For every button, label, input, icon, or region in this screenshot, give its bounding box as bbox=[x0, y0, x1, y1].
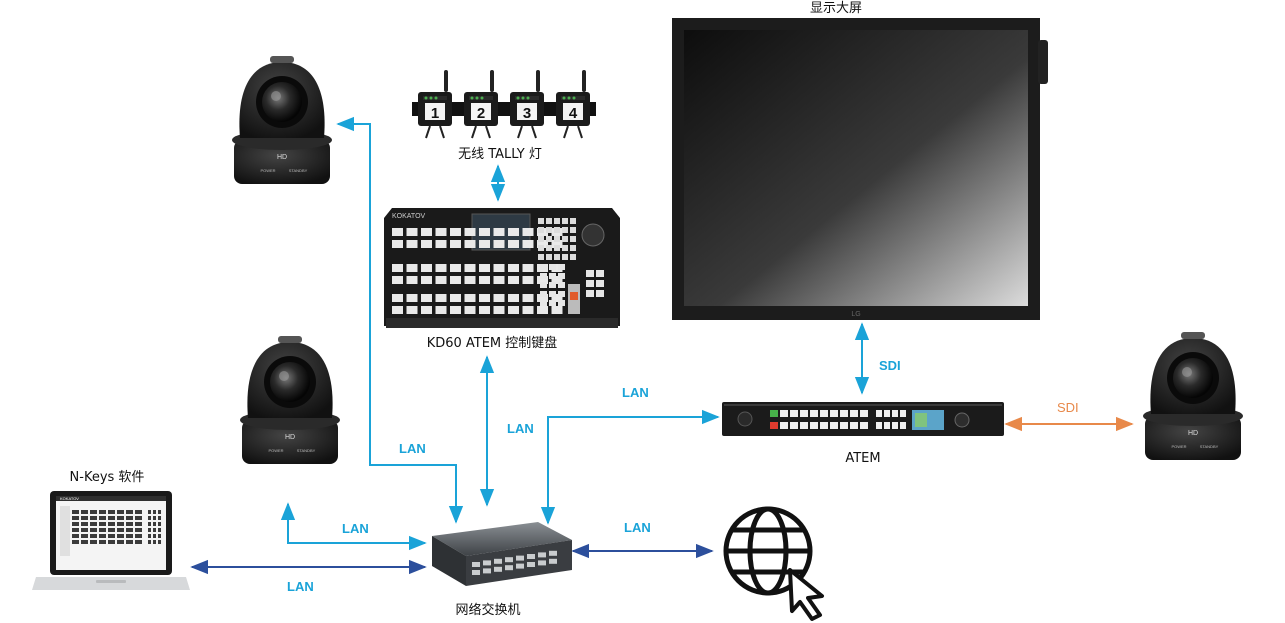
laptop-nkeys: KOKATOV bbox=[32, 491, 190, 590]
label-lan-internet: LAN bbox=[624, 520, 651, 535]
svg-text:POWER: POWER bbox=[268, 448, 283, 453]
atem-button-panel bbox=[770, 410, 906, 429]
label-lan-atem: LAN bbox=[622, 385, 649, 400]
label-sdi-display: SDI bbox=[879, 358, 901, 373]
control-keyboard: KOKATOV bbox=[384, 208, 620, 328]
svg-text:STANDBY: STANDBY bbox=[297, 448, 316, 453]
label-lan-camera-top: LAN bbox=[399, 441, 426, 456]
tally-light-2: 2 bbox=[457, 69, 505, 139]
svg-text:HD: HD bbox=[1188, 430, 1198, 437]
camera-top: HD POWER STANDBY bbox=[232, 56, 332, 184]
svg-text:HD: HD bbox=[285, 434, 295, 441]
atem-label: ATEM bbox=[845, 451, 880, 466]
display-screen: LG bbox=[672, 18, 1048, 320]
switch-ports bbox=[472, 550, 557, 575]
tally-lights: 1 2 3 4 bbox=[411, 69, 597, 139]
link-camera-mid-switch bbox=[280, 502, 427, 551]
svg-text:POWER: POWER bbox=[260, 168, 275, 173]
svg-text:3: 3 bbox=[523, 105, 531, 122]
switch-label: 网络交换机 bbox=[455, 602, 520, 618]
tally-label: 无线 TALLY 灯 bbox=[458, 147, 542, 162]
label-lan-camera-mid: LAN bbox=[342, 521, 369, 536]
svg-text:2: 2 bbox=[477, 105, 485, 122]
keyboard-label: KD60 ATEM 控制键盘 bbox=[427, 335, 558, 351]
network-switch bbox=[432, 522, 572, 586]
label-sdi-camera: SDI bbox=[1057, 400, 1079, 415]
svg-text:HD: HD bbox=[277, 154, 287, 161]
svg-text:STANDBY: STANDBY bbox=[1200, 444, 1219, 449]
link-atem-switch bbox=[540, 409, 720, 525]
atem-switcher bbox=[722, 402, 1004, 436]
svg-text:STANDBY: STANDBY bbox=[289, 168, 308, 173]
nkeys-app-brand: KOKATOV bbox=[60, 496, 79, 501]
svg-text:4: 4 bbox=[569, 105, 578, 122]
label-lan-keyboard: LAN bbox=[507, 421, 534, 436]
tally-light-3: 3 bbox=[503, 69, 551, 139]
keyboard-button-grid bbox=[392, 218, 604, 314]
tally-light-4: 4 bbox=[549, 69, 597, 139]
svg-text:1: 1 bbox=[431, 105, 439, 122]
camera-right: HD POWER STANDBY bbox=[1143, 332, 1243, 460]
link-camera-top-switch bbox=[336, 116, 464, 524]
nkeys-label: N-Keys 软件 bbox=[70, 470, 145, 485]
globe-cursor-icon bbox=[723, 506, 824, 621]
tally-light-1: 1 bbox=[411, 69, 459, 139]
svg-text:POWER: POWER bbox=[1171, 444, 1186, 449]
display-label: 显示大屏 bbox=[810, 1, 862, 16]
nkeys-app-ui bbox=[60, 506, 161, 556]
tv-logo: LG bbox=[851, 311, 860, 318]
camera-middle: HD POWER STANDBY bbox=[240, 336, 340, 464]
keyboard-brand: KOKATOV bbox=[392, 213, 426, 220]
label-lan-laptop: LAN bbox=[287, 579, 314, 594]
